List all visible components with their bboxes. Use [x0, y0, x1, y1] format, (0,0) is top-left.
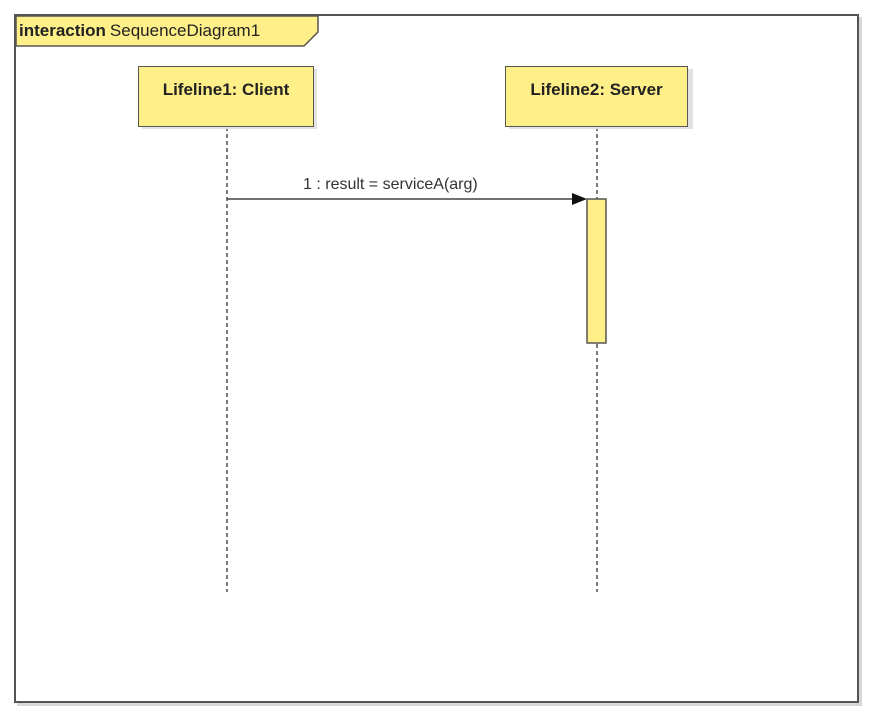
message-label: 1 : result = serviceA(arg)	[303, 176, 478, 193]
frame-name: SequenceDiagram1	[109, 21, 261, 40]
lifeline-server-head[interactable]: Lifeline2: Server	[505, 66, 688, 127]
frame-tag-shape	[15, 15, 319, 47]
activation-bar-server[interactable]	[586, 198, 607, 344]
frame-keyword: interaction	[19, 21, 106, 40]
frame-tag[interactable]: interaction SequenceDiagram1	[16, 16, 260, 46]
message-arrowhead	[572, 193, 587, 205]
lifeline-client-label: Lifeline1: Client	[162, 79, 290, 99]
lifeline-client-head[interactable]: Lifeline1: Client	[138, 66, 314, 127]
lifeline-server-label: Lifeline2: Server	[530, 79, 663, 99]
